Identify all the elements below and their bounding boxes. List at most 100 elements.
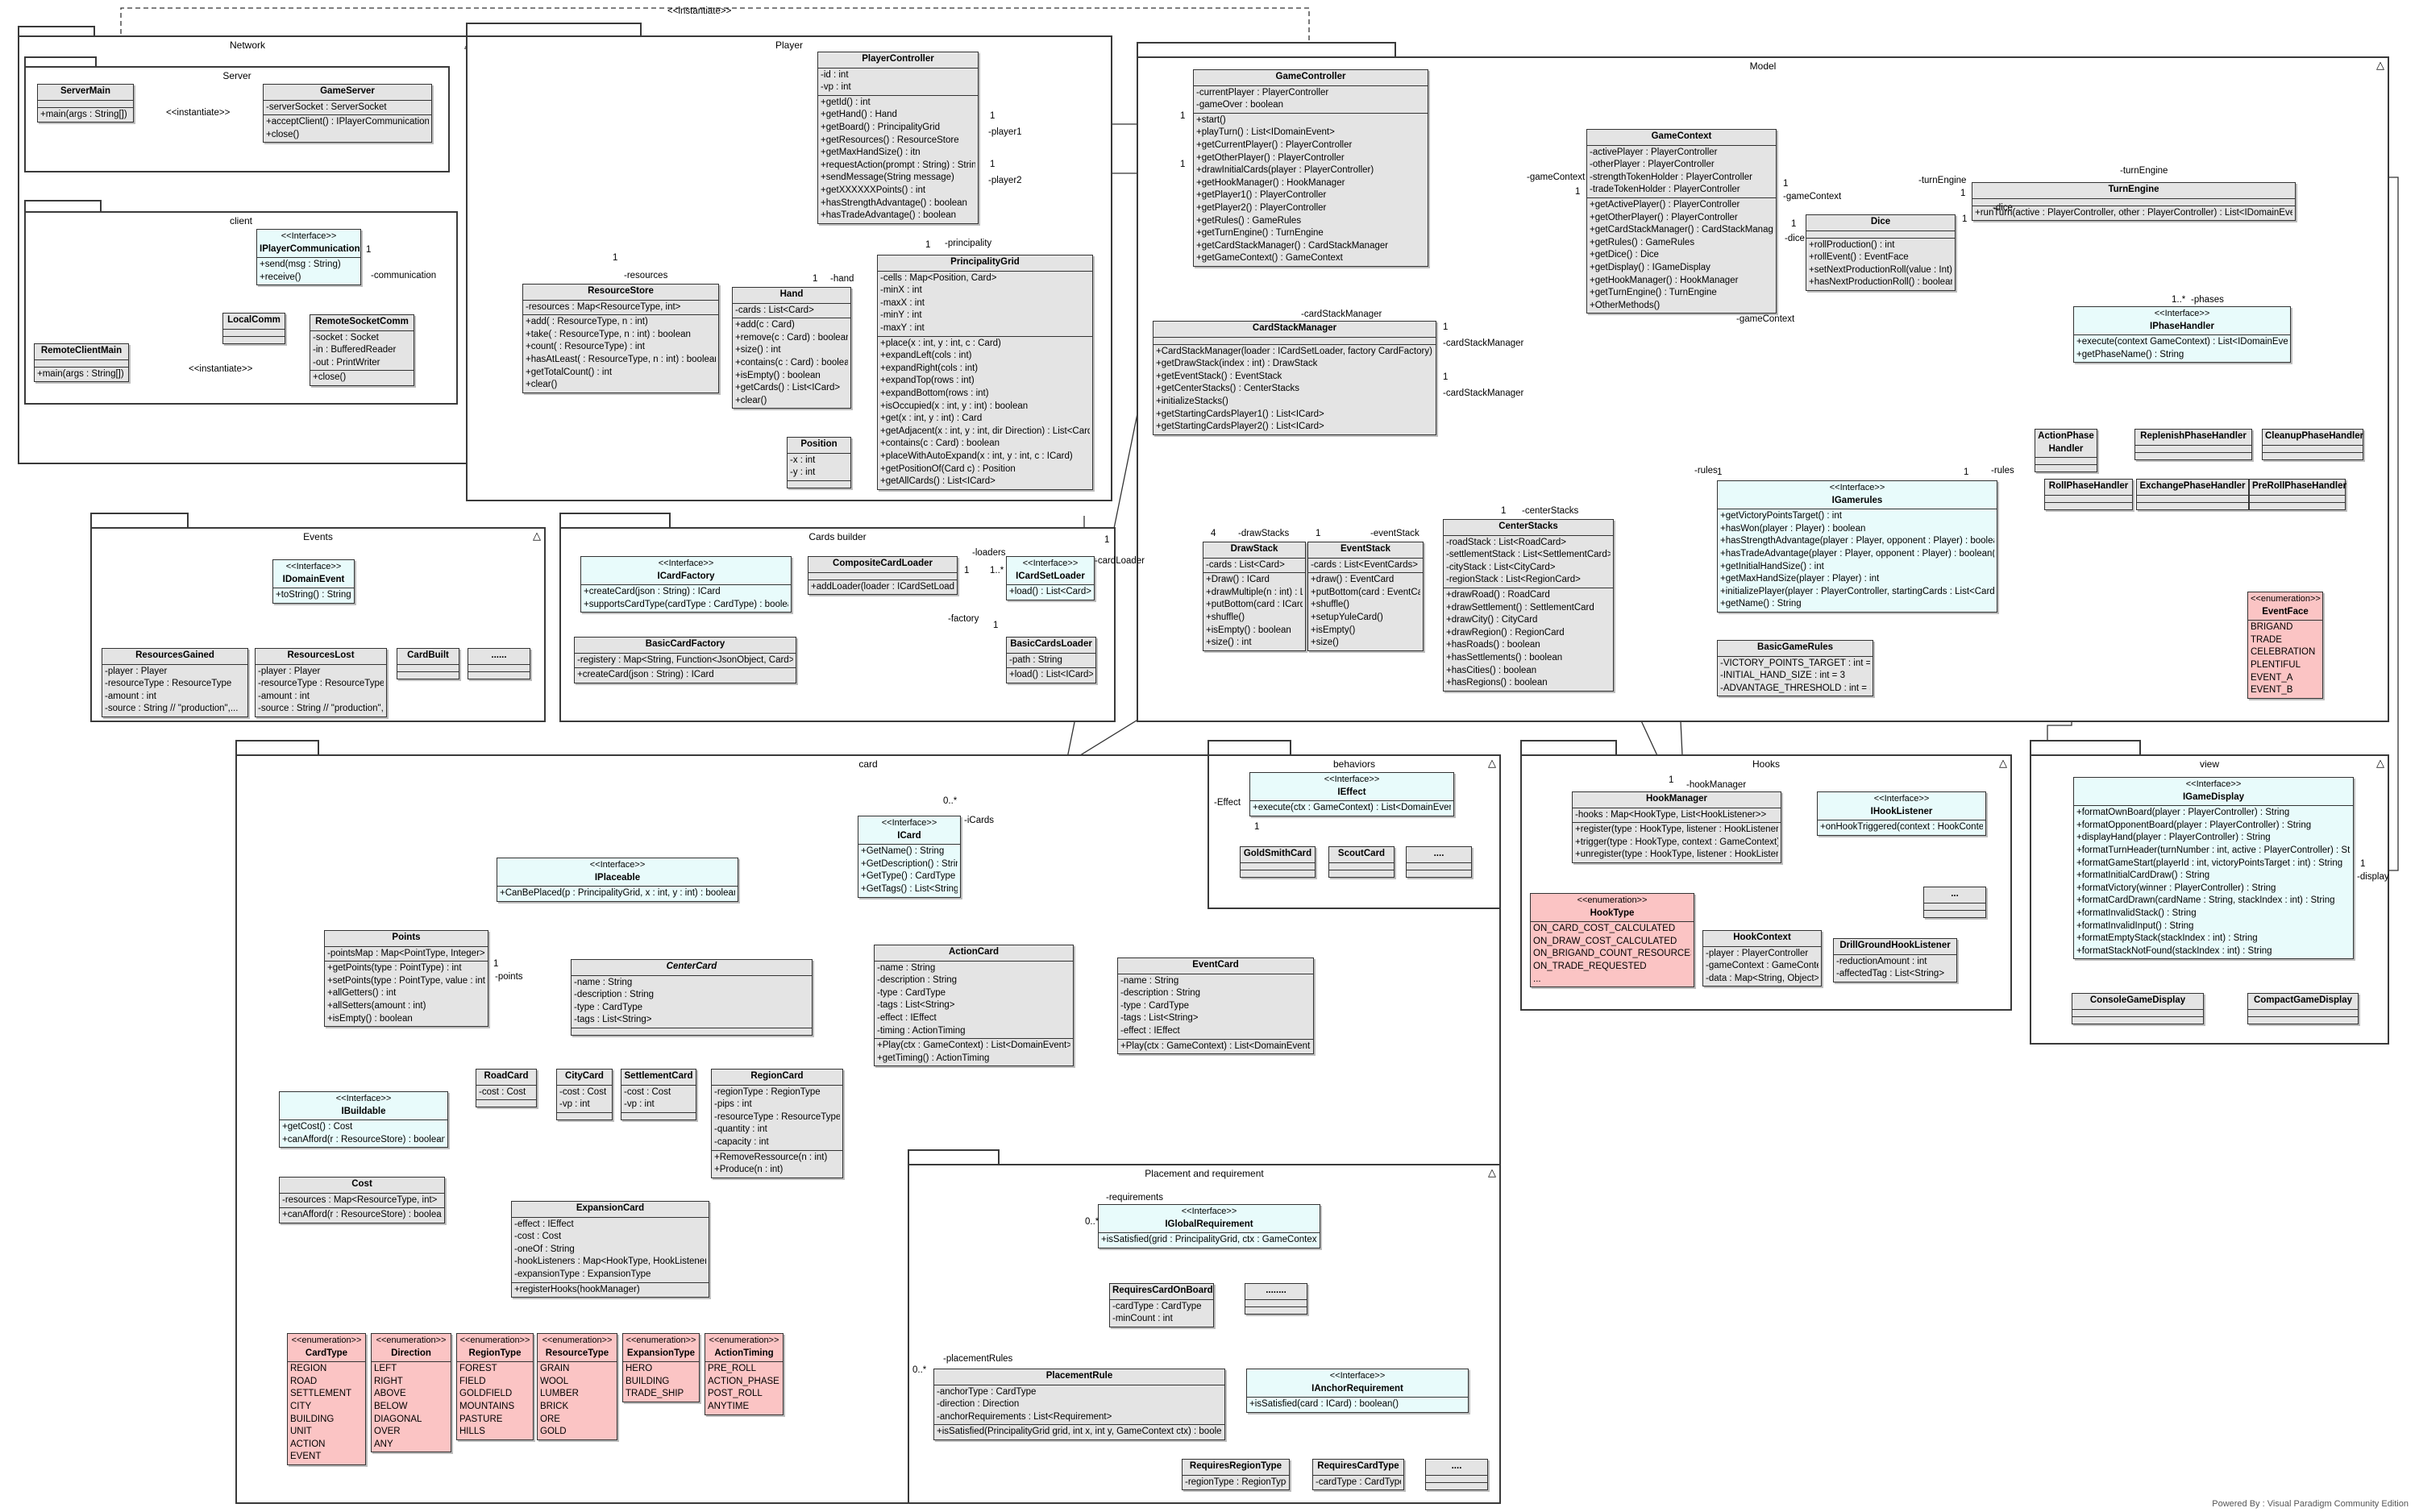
members-section <box>38 101 133 108</box>
class-game-controller[interactable]: GameController-currentPlayer : PlayerCon… <box>1193 69 1428 267</box>
class-name: GameServer <box>320 86 375 96</box>
class-player-controller[interactable]: PlayerController-id : int-vp : int+getId… <box>817 52 979 224</box>
class-roll-phase-handler[interactable]: RollPhaseHandler <box>2044 479 2133 510</box>
class-cost[interactable]: Cost-resources : Map<ResourceType, int>+… <box>279 1177 445 1223</box>
class-replenish-phase-handler[interactable]: ReplenishPhaseHandler <box>2134 429 2252 460</box>
class-points[interactable]: Points-pointsMap : Map<PointType, Intege… <box>324 930 488 1028</box>
interface-domain-event[interactable]: <<Interface>>IDomainEvent+toString() : S… <box>272 559 355 604</box>
interface-buildable[interactable]: <<Interface>>IBuildable+getCost() : Cost… <box>279 1091 448 1149</box>
attributes-section: -reductionAmount : int-affectedTag : Lis… <box>1834 955 1956 982</box>
class-draw-stack[interactable]: DrawStack-cards : List<Card>+Draw() : IC… <box>1203 542 1306 651</box>
package-title: Network <box>229 39 265 51</box>
class-placement-placeholder[interactable]: .... <box>1425 1459 1488 1490</box>
class-composite-card-loader[interactable]: CompositeCardLoader+addLoader(loader : I… <box>808 556 958 596</box>
multiplicity-label: 1 <box>990 111 996 121</box>
class-city-card[interactable]: CityCard-cost : Cost-vp : int <box>556 1069 613 1120</box>
class-hook-manager[interactable]: HookManager-hooks : Map<HookType, List<H… <box>1572 791 1781 863</box>
collapse-icon[interactable]: △ <box>1488 1166 1496 1178</box>
member-line: +close() <box>266 129 300 139</box>
class-turn-engine[interactable]: TurnEngine+runTurn(active : PlayerContro… <box>1972 182 2296 222</box>
member-line: -expansionType : ExpansionType <box>514 1269 651 1279</box>
class-events-placeholder[interactable]: ...... <box>468 648 530 679</box>
class-goldsmith-card[interactable]: GoldSmithCard <box>1240 846 1316 878</box>
member-line: -maxX : int <box>880 297 925 308</box>
class-game-context[interactable]: GameContext-activePlayer : PlayerControl… <box>1586 129 1777 314</box>
interface-effect[interactable]: <<Interface>>IEffect+execute(ctx : GameC… <box>1249 772 1454 816</box>
class-road-card[interactable]: RoadCard-cost : Cost <box>476 1069 537 1108</box>
class-card-stack-manager[interactable]: CardStackManager+CardStackManager(loader… <box>1153 321 1436 435</box>
interface-phase-handler[interactable]: <<Interface>>IPhaseHandler+execute(conte… <box>2073 306 2291 363</box>
class-card-built[interactable]: CardBuilt <box>397 648 459 679</box>
interface-card-factory[interactable]: <<Interface>>ICardFactory+createCard(jso… <box>580 556 792 613</box>
collapse-icon[interactable]: △ <box>2376 59 2384 71</box>
class-cleanup-phase-handler[interactable]: CleanupPhaseHandler <box>2262 429 2363 460</box>
interface-anchor-requirement[interactable]: <<Interface>>IAnchorRequirement+isSatisf… <box>1246 1369 1469 1413</box>
member-line: ACTION <box>290 1439 326 1449</box>
class-basic-game-rules[interactable]: BasicGameRules-VICTORY_POINTS_TARGET : i… <box>1717 640 1873 697</box>
class-local-comm[interactable]: LocalComm <box>222 313 285 344</box>
attributes-section: -VICTORY_POINTS_TARGET : int = 7-INITIAL… <box>1718 657 1873 696</box>
abstract-class-center-card[interactable]: CenterCard-name : String-description : S… <box>571 959 813 1036</box>
class-drill-ground-hook-listener[interactable]: DrillGroundHookListener-reductionAmount … <box>1833 938 1957 982</box>
class-event-card[interactable]: EventCard-name : String-description : St… <box>1117 957 1314 1055</box>
class-center-stacks[interactable]: CenterStacks-roadStack : List<RoadCard>-… <box>1443 519 1614 692</box>
class-requirement-placeholder[interactable]: ........ <box>1245 1283 1307 1315</box>
collapse-icon[interactable]: △ <box>1488 757 1496 769</box>
class-placement-rule[interactable]: PlacementRule-anchorType : CardType-dire… <box>933 1369 1225 1440</box>
class-exchange-phase-handler[interactable]: ExchangePhaseHandler <box>2136 479 2249 510</box>
class-compact-game-display[interactable]: CompactGameDisplay <box>2247 993 2359 1024</box>
interface-placeable[interactable]: <<Interface>>IPlaceable+CanBePlaced(p : … <box>497 858 738 902</box>
interface-game-rules[interactable]: <<Interface>>IGamerules+getVictoryPoints… <box>1717 480 1997 613</box>
class-dice[interactable]: Dice+rollProduction() : int+rollEvent() … <box>1806 214 1956 291</box>
class-server-main[interactable]: ServerMain+main(args : String[]) <box>37 84 134 123</box>
interface-hook-listener[interactable]: <<Interface>>IHookListener+onHookTrigger… <box>1817 791 1986 836</box>
member-line: -oneOf : String <box>514 1244 575 1254</box>
class-pre-roll-phase-handler[interactable]: PreRollPhaseHandler <box>2249 479 2346 510</box>
class-name: RegionType <box>468 1348 522 1358</box>
collapse-icon[interactable]: △ <box>533 530 541 542</box>
collapse-icon[interactable]: △ <box>2376 757 2384 769</box>
class-hook-context[interactable]: HookContext-player : PlayerController-ga… <box>1702 930 1822 987</box>
class-remote-client-main[interactable]: RemoteClientMain+main(args : String[]) <box>34 343 129 383</box>
member-line: +getRules() : GameRules <box>1196 215 1302 226</box>
class-basic-card-factory[interactable]: BasicCardFactory-registery : Map<String,… <box>574 637 796 683</box>
class-scout-card[interactable]: ScoutCard <box>1328 846 1395 878</box>
class-hooks-placeholder[interactable]: ... <box>1923 887 1986 918</box>
class-remote-socket-comm[interactable]: RemoteSocketComm-socket : Socket-in : Bu… <box>310 314 414 386</box>
interface-game-display[interactable]: <<Interface>>IGameDisplay+formatOwnBoard… <box>2073 777 2354 960</box>
class-settlement-card[interactable]: SettlementCard-cost : Cost-vp : int <box>621 1069 696 1120</box>
class-event-stack[interactable]: EventStack-cards : List<EventCards>+draw… <box>1307 542 1424 651</box>
class-resources-gained[interactable]: ResourcesGained-player : Player-resource… <box>102 648 248 717</box>
members-section <box>1245 1307 1307 1314</box>
interface-card-set-loader[interactable]: <<Interface>>ICardSetLoader+load() : Lis… <box>1006 556 1095 600</box>
class-behaviors-placeholder[interactable]: .... <box>1406 846 1472 878</box>
class-resource-store[interactable]: ResourceStore-resources : Map<ResourceTy… <box>522 284 719 393</box>
members-section <box>2263 446 2363 453</box>
class-hand[interactable]: Hand-cards : List<Card>+add(c : Card)+re… <box>732 287 851 409</box>
interface-player-communication[interactable]: <<Interface>>IPlayerCommunication+send(m… <box>256 229 361 286</box>
class-action-phase-handler[interactable]: ActionPhase Handler <box>2035 429 2097 473</box>
class-position[interactable]: Position-x : int-y : int <box>787 437 851 488</box>
class-game-server[interactable]: GameServer-serverSocket : ServerSocket+a… <box>263 84 432 143</box>
interface-card[interactable]: <<Interface>>ICard+GetName() : String+Ge… <box>858 816 961 898</box>
collapse-icon[interactable]: △ <box>1999 757 2007 769</box>
class-requires-card-on-board[interactable]: RequiresCardOnBoard-cardType : CardType-… <box>1109 1283 1214 1327</box>
interface-global-requirement[interactable]: <<Interface>>IGlobalRequirement+isSatisf… <box>1098 1204 1320 1248</box>
class-principality-grid[interactable]: PrincipalityGrid-cells : Map<Position, C… <box>877 255 1093 490</box>
class-region-card[interactable]: RegionCard-regionType : RegionType-pips … <box>711 1069 843 1178</box>
class-basic-cards-loader[interactable]: BasicCardsLoader-path : String+load() : … <box>1006 637 1096 683</box>
class-requires-region-type[interactable]: RequiresRegionType-regionType : RegionTy… <box>1182 1459 1290 1491</box>
class-action-card[interactable]: ActionCard-name : String-description : S… <box>874 945 1074 1067</box>
class-expansion-card[interactable]: ExpansionCard-effect : IEffect-cost : Co… <box>511 1201 709 1298</box>
class-resources-lost[interactable]: ResourcesLost-player : Player-resourceTy… <box>255 648 387 717</box>
class-requires-card-type[interactable]: RequiresCardType-cardType : CardType <box>1312 1459 1404 1491</box>
class-console-game-display[interactable]: ConsoleGameDisplay <box>2072 993 2204 1024</box>
